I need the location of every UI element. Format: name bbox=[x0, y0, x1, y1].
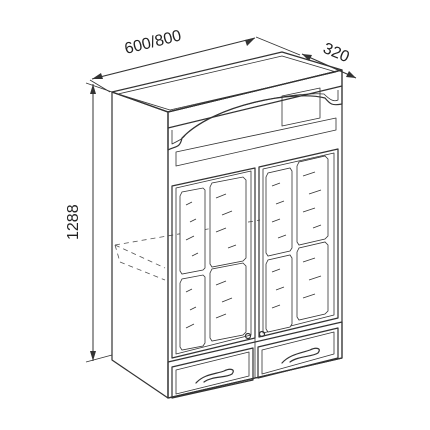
left-door-glass-bottom-right bbox=[209, 262, 247, 342]
right-drawer-handle bbox=[281, 347, 320, 364]
width-label: 600/800 bbox=[123, 27, 183, 58]
left-drawer-handle bbox=[195, 368, 234, 384]
left-door-glass-top-right bbox=[209, 176, 247, 268]
drawers bbox=[167, 321, 343, 399]
right-door-glass-top-right bbox=[296, 155, 329, 246]
width-dimension: 600/800 bbox=[89, 27, 301, 93]
top-cornice bbox=[167, 69, 343, 167]
right-door-knob bbox=[258, 330, 266, 338]
left-drawer bbox=[171, 347, 254, 399]
right-door-glass-top-left bbox=[265, 167, 293, 257]
depth-dimension: 320 bbox=[301, 40, 357, 79]
height-dimension: 1288 bbox=[65, 82, 113, 363]
left-door-glass-bottom-left bbox=[179, 274, 206, 351]
right-drawer bbox=[257, 327, 339, 379]
left-door-glass-top-left bbox=[179, 187, 206, 275]
right-door-glass-bottom-right bbox=[296, 241, 329, 321]
right-door-glass-bottom-left bbox=[265, 254, 293, 333]
left-door bbox=[171, 167, 256, 359]
glass-reflections bbox=[185, 171, 322, 329]
height-label: 1288 bbox=[65, 204, 82, 240]
left-door-knob bbox=[244, 332, 252, 340]
right-door bbox=[258, 148, 339, 338]
depth-label: 320 bbox=[320, 40, 351, 66]
